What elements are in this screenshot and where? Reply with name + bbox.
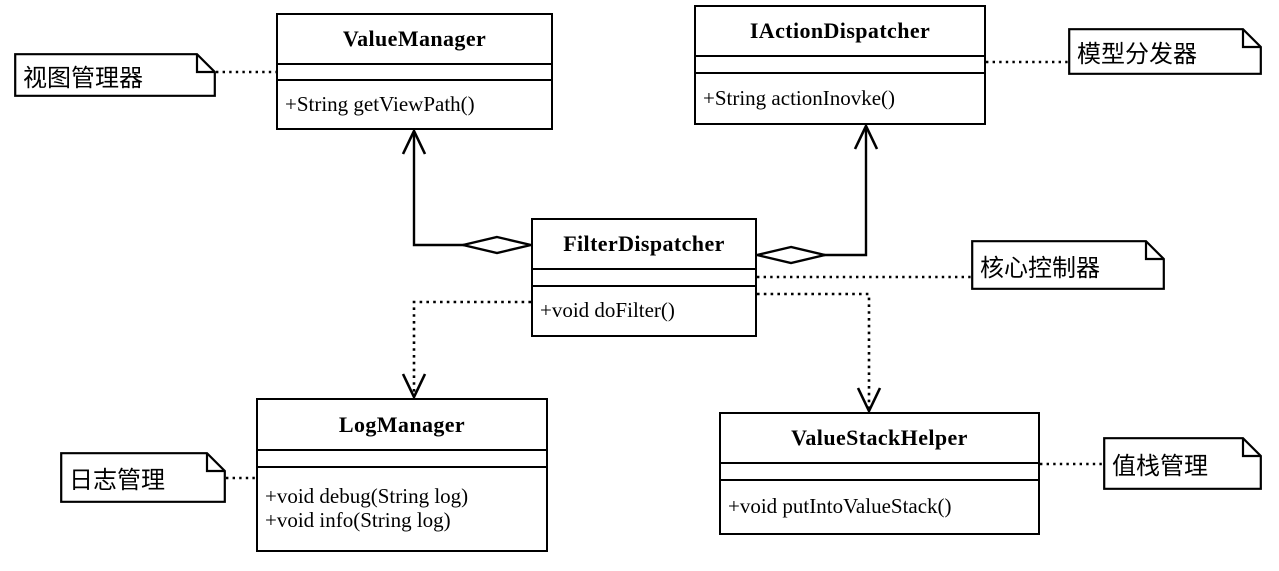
class-name-log-manager: LogManager: [258, 400, 546, 451]
note-core-controller[interactable]: 核心控制器: [971, 240, 1165, 290]
class-name-value-manager: ValueManager: [278, 15, 551, 65]
note-label-value-stack: 值栈管理: [1112, 452, 1208, 480]
class-operations-value-stack-helper: +void putIntoValueStack(): [721, 481, 1038, 533]
edge-filter-to-iaction-dispatcher: [756, 122, 879, 265]
class-name-filter-dispatcher: FilterDispatcher: [533, 220, 755, 270]
note-label-core-controller: 核心控制器: [980, 253, 1100, 282]
edge-filter-to-value-stack-helper: [757, 292, 882, 415]
class-box-value-stack-helper[interactable]: ValueStackHelper +void putIntoValueStack…: [719, 412, 1040, 535]
class-box-filter-dispatcher[interactable]: FilterDispatcher +void doFilter(): [531, 218, 757, 337]
note-value-stack[interactable]: 值栈管理: [1103, 437, 1262, 490]
class-attributes-iaction-dispatcher: [696, 57, 984, 74]
operation-get-view-path: +String getViewPath(): [285, 91, 475, 116]
operation-action-inovke: +String actionInovke(): [703, 85, 896, 110]
note-shape-icon: [60, 452, 226, 503]
class-operations-iaction-dispatcher: +String actionInovke(): [696, 74, 984, 123]
note-log-management[interactable]: 日志管理: [60, 452, 226, 503]
note-label-model-dispatcher: 模型分发器: [1077, 40, 1197, 68]
class-box-value-manager[interactable]: ValueManager +String getViewPath(): [276, 13, 553, 130]
operation-put-into-value-stack: +void putIntoValueStack(): [728, 494, 952, 519]
class-name-iaction-dispatcher: IActionDispatcher: [696, 7, 984, 57]
class-operations-filter-dispatcher: +void doFilter(): [533, 287, 755, 335]
class-operations-log-manager: +void debug(String log) +void info(Strin…: [258, 468, 546, 550]
operation-info: +void info(String log): [265, 508, 451, 532]
class-operations-value-manager: +String getViewPath(): [278, 81, 551, 128]
note-label-view-manager: 视图管理器: [23, 63, 143, 92]
operation-debug: +void debug(String log): [265, 484, 469, 509]
edge-filter-to-log-manager: [401, 300, 531, 401]
class-box-log-manager[interactable]: LogManager +void debug(String log) +void…: [256, 398, 548, 552]
edge-filter-to-value-manager: [401, 127, 532, 255]
note-view-manager[interactable]: 视图管理器: [14, 53, 216, 97]
note-model-dispatcher[interactable]: 模型分发器: [1068, 28, 1262, 75]
note-shape-icon: [1068, 28, 1262, 75]
class-attributes-log-manager: [258, 451, 546, 468]
note-label-log-management: 日志管理: [69, 466, 165, 494]
class-box-iaction-dispatcher[interactable]: IActionDispatcher +String actionInovke(): [694, 5, 986, 125]
class-name-value-stack-helper: ValueStackHelper: [721, 414, 1038, 464]
note-shape-icon: [14, 53, 216, 97]
class-attributes-value-manager: [278, 65, 551, 81]
note-shape-icon: [1103, 437, 1262, 490]
class-attributes-filter-dispatcher: [533, 270, 755, 287]
operation-do-filter: +void doFilter(): [540, 298, 675, 323]
note-shape-icon: [971, 240, 1165, 290]
class-attributes-value-stack-helper: [721, 464, 1038, 481]
